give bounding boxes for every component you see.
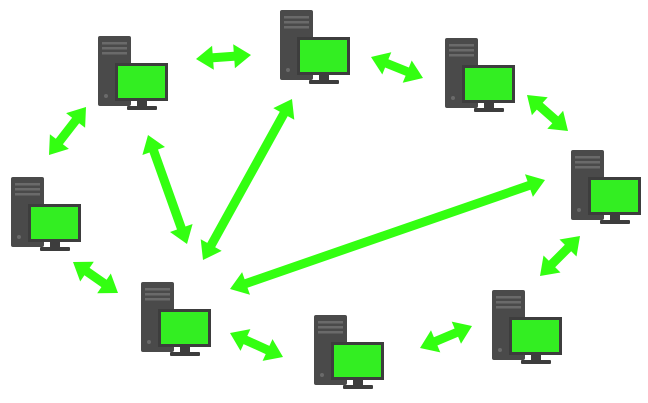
pc-5-desktop-computer-icon <box>492 290 562 364</box>
pc-1-desktop-computer-icon <box>98 36 168 110</box>
pc-4-desktop-computer-icon <box>571 150 641 224</box>
pc-6-desktop-computer-icon <box>314 315 384 389</box>
pc-7-desktop-computer-icon <box>141 282 211 356</box>
arrow-pc-7-pc-2 <box>200 99 295 260</box>
pc-2-desktop-computer-icon <box>280 10 350 84</box>
pc-8-desktop-computer-icon <box>11 177 81 251</box>
arrow-pc-5-pc-6 <box>420 321 472 353</box>
arrow-pc-3-pc-4 <box>527 95 568 131</box>
arrow-pc-2-pc-3 <box>371 52 423 83</box>
pc-3-desktop-computer-icon <box>445 38 515 112</box>
arrow-pc-8-pc-1 <box>49 107 86 155</box>
arrow-pc-7-pc-4 <box>230 174 545 295</box>
arrow-pc-4-pc-5 <box>540 236 580 276</box>
arrow-pc-6-pc-7 <box>230 329 283 361</box>
arrow-pc-1-pc-2 <box>196 44 251 70</box>
connection-arrows <box>49 44 580 361</box>
arrow-pc-7-pc-1 <box>142 135 193 244</box>
computer-nodes <box>11 10 641 389</box>
arrow-pc-7-pc-8 <box>73 261 118 294</box>
